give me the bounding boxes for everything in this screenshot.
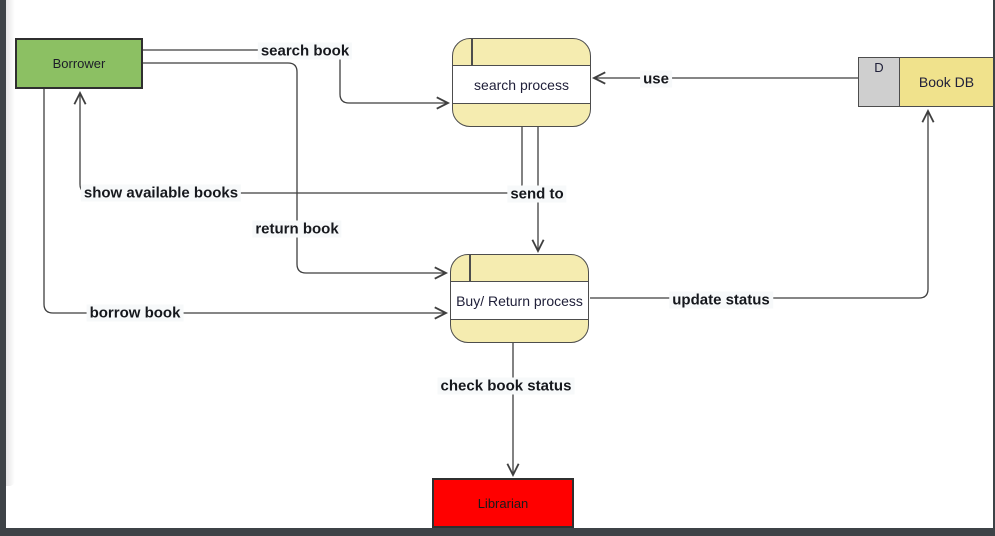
edge-label-show-available-books[interactable]: show available books <box>80 184 242 202</box>
page-edge-shadow <box>6 0 15 486</box>
edge-label-use[interactable]: use <box>640 70 672 88</box>
edge-label-return-book[interactable]: return book <box>252 220 342 238</box>
edge-update-status[interactable] <box>590 108 935 299</box>
edge-return-book[interactable] <box>143 62 449 280</box>
edge-label-borrow-book[interactable]: borrow book <box>86 304 184 322</box>
node-librarian[interactable]: Librarian <box>432 478 574 528</box>
edge-borrow-book[interactable] <box>43 89 449 320</box>
window-edge-left <box>0 0 6 536</box>
edge-label-update-status[interactable]: update status <box>669 291 773 309</box>
window-edge-bottom <box>0 528 995 536</box>
process-label: Buy/ Return process <box>451 281 588 320</box>
window-edge-right <box>993 0 995 536</box>
edge-label-send-to[interactable]: send to <box>507 185 567 203</box>
node-book-db[interactable]: D Book DB <box>858 57 994 107</box>
process-label: search process <box>453 65 590 104</box>
node-borrower[interactable]: Borrower <box>15 38 143 89</box>
datastore-label: Book DB <box>900 58 993 106</box>
datastore-type-badge: D <box>859 58 900 106</box>
edge-label-search-book[interactable]: search book <box>257 42 353 60</box>
node-search-process[interactable]: search process <box>452 38 591 127</box>
node-buy-return-process[interactable]: Buy/ Return process <box>450 254 589 343</box>
process-header-divider <box>471 39 473 65</box>
edge-label-check-book-status[interactable]: check book status <box>437 377 575 395</box>
process-header-divider <box>469 255 471 281</box>
